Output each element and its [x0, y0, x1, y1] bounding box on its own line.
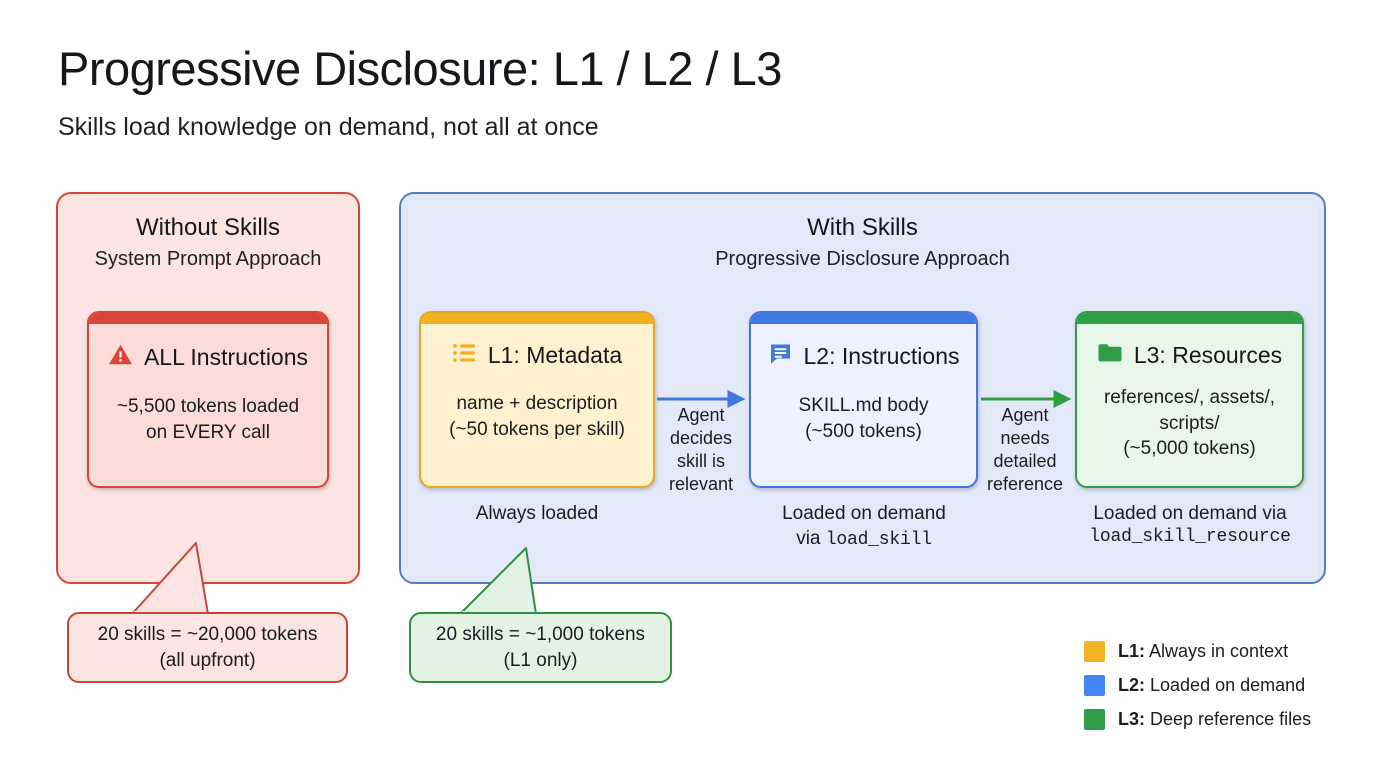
callout-with-skills: 20 skills = ~1,000 tokens (L1 only): [409, 612, 672, 683]
legend-prefix-l1: L1:: [1118, 640, 1145, 661]
legend-label-l2: L2: Loaded on demand: [1118, 675, 1305, 696]
card-l3-body-line1: references/, assets/,: [1103, 387, 1276, 408]
card-l1-body-line2: (~50 tokens per skill): [449, 418, 625, 440]
panel-with-skills-subtitle: Progressive Disclosure Approach: [715, 248, 1010, 270]
folder-icon: [1097, 342, 1123, 369]
card-l1-body-line1: name + description: [456, 393, 618, 414]
card-all-instructions-strip: [89, 313, 327, 324]
bulleted-list-icon: [452, 342, 477, 369]
card-l2-caption-line1: Loaded on demand: [782, 503, 946, 524]
legend-swatch-l2-icon: [1084, 674, 1105, 696]
card-all-instructions-body-line2: on EVERY call: [146, 421, 270, 443]
page-title: Progressive Disclosure: L1 / L2 / L3: [58, 42, 782, 95]
arrow-l1-to-l2-label: Agent decides skill is relevant: [668, 405, 734, 495]
card-l2-body: SKILL.md body (~500 tokens): [799, 393, 929, 444]
card-l2-heading: L2: Instructions: [803, 343, 960, 369]
card-all-instructions-body-line1: ~5,500 tokens loaded: [116, 396, 300, 417]
card-l3-heading: L3: Resources: [1133, 342, 1283, 368]
card-all-instructions-heading: ALL Instructions: [143, 343, 309, 370]
legend-item-l2: L2: Loaded on demand: [1084, 668, 1354, 702]
panel-without-skills-subtitle: System Prompt Approach: [94, 248, 322, 270]
callout-without-skills-line1: 20 skills = ~20,000 tokens: [97, 624, 318, 646]
legend-label-l1: L1: Always in context: [1118, 641, 1288, 662]
card-l2-caption-command: load_skill: [825, 530, 932, 551]
card-all-instructions-body: ~5,500 tokens loaded on EVERY call: [117, 394, 299, 445]
card-l3-resources[interactable]: L3: Resources references/, assets/, scri…: [1075, 311, 1304, 488]
card-l1-caption: Always loaded: [419, 501, 655, 526]
page-subtitle: Skills load knowledge on demand, not all…: [58, 113, 599, 141]
card-l2-caption: Loaded on demand via load_skill: [735, 501, 993, 553]
card-l1-metadata[interactable]: L1: Metadata name + description (~50 tok…: [419, 311, 655, 488]
panel-with-skills-title: With Skills: [807, 214, 918, 241]
card-l1-body: name + description (~50 tokens per skill…: [449, 391, 625, 442]
card-l3-body: references/, assets/, scripts/ (~5,000 t…: [1104, 385, 1275, 462]
legend-desc-l2: Loaded on demand: [1150, 674, 1306, 695]
panel-without-skills-title: Without Skills: [135, 214, 281, 241]
card-l2-body-line2: (~500 tokens): [805, 420, 922, 442]
legend-label-l3: L3: Deep reference files: [1118, 709, 1311, 730]
legend-item-l1: L1: Always in context: [1084, 634, 1354, 668]
legend-item-l3: L3: Deep reference files: [1084, 702, 1354, 736]
card-l3-caption: Loaded on demand via load_skill_resource: [1056, 501, 1324, 550]
legend-desc-l1: Always in context: [1149, 640, 1289, 661]
callout-with-skills-line2: (L1 only): [503, 649, 578, 671]
legend: L1: Always in context L2: Loaded on dema…: [1084, 634, 1354, 736]
card-l1-caption-line1: Always loaded: [475, 503, 599, 524]
card-all-instructions[interactable]: ALL Instructions ~5,500 tokens loaded on…: [87, 311, 329, 488]
card-l3-caption-line1: Loaded on demand via: [1093, 503, 1287, 524]
card-l3-body-line3: (~5,000 tokens): [1123, 438, 1256, 460]
warning-triangle-icon: [108, 342, 133, 372]
callout-with-skills-line1: 20 skills = ~1,000 tokens: [435, 624, 646, 646]
legend-prefix-l2: L2:: [1118, 674, 1145, 695]
speech-bubble-icon: [768, 342, 793, 371]
card-l3-caption-command: load_skill_resource: [1089, 527, 1291, 548]
card-l1-heading: L1: Metadata: [487, 342, 623, 368]
card-l2-instructions[interactable]: L2: Instructions SKILL.md body (~500 tok…: [749, 311, 978, 488]
card-l2-caption-line2: via: [796, 528, 826, 550]
card-l2-body-line1: SKILL.md body: [798, 395, 929, 416]
legend-prefix-l3: L3:: [1118, 708, 1145, 729]
card-l2-strip: [751, 313, 976, 324]
card-l3-strip: [1077, 313, 1302, 324]
callout-without-skills: 20 skills = ~20,000 tokens (all upfront): [67, 612, 348, 683]
legend-swatch-l3-icon: [1084, 708, 1105, 730]
callout-without-skills-line2: (all upfront): [159, 649, 256, 671]
card-l1-strip: [421, 313, 653, 324]
legend-swatch-l1-icon: [1084, 640, 1105, 662]
card-l3-body-line2: scripts/: [1159, 412, 1220, 434]
arrow-l2-to-l3-label: Agent needs detailed reference: [986, 405, 1064, 495]
legend-desc-l3: Deep reference files: [1150, 708, 1312, 729]
